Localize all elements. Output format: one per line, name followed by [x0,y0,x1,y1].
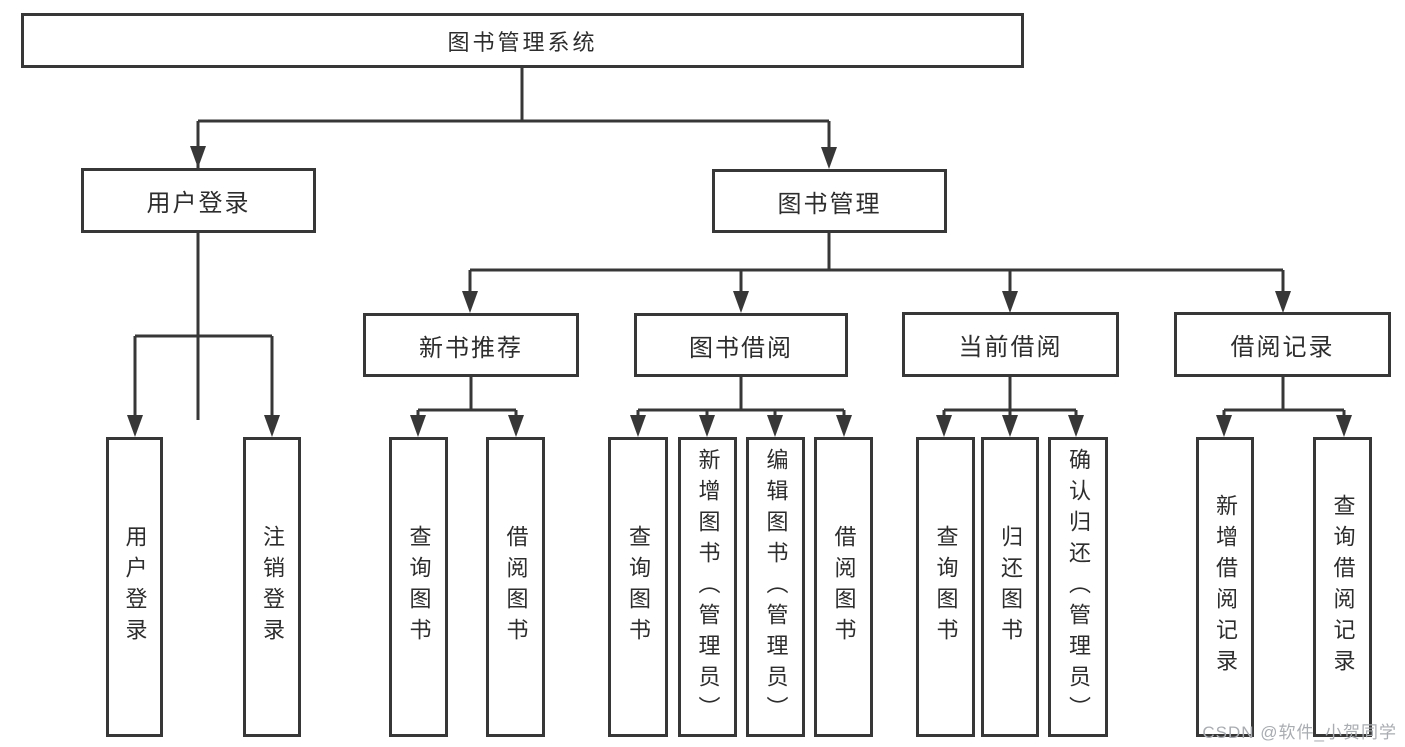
leaf-add-borrow-record: 新增借阅记录 [1196,437,1254,737]
node-borrowing-records: 借阅记录 [1174,312,1391,377]
arrow-icon [1002,291,1018,313]
arrow-icon [1068,415,1084,437]
arrow-icon [936,415,952,437]
arrow-icon [264,415,280,437]
arrow-icon [767,415,783,437]
arrow-icon [733,291,749,313]
leaf-logout: 注销登录 [243,437,301,737]
arrow-icon [1336,415,1352,437]
node-user-login-group: 用户登录 [81,168,316,233]
arrow-icon [836,415,852,437]
leaf-query-books: 查询图书 [389,437,448,737]
connector-paths [133,68,1346,420]
leaf-return-books: 归还图书 [981,437,1039,737]
arrow-icon [1275,291,1291,313]
connector-mgmt-to-level3 [468,233,1285,296]
connector-root-to-level2 [196,68,831,420]
leaf-query-books: 查询图书 [916,437,975,737]
connector-newbook-fork [416,377,518,420]
node-book-borrowing: 图书借阅 [634,313,848,377]
arrowheads [127,146,1352,437]
arrow-icon [508,415,524,437]
connector-record-fork [1222,377,1346,420]
leaf-confirm-return-admin: 确认归还（管理员） [1048,437,1108,737]
arrow-icon [190,146,206,168]
arrow-icon [462,291,478,313]
arrow-icon [127,415,143,437]
arrow-icon [1002,415,1018,437]
csdn-watermark: CSDN @软件_小贺同学 [1202,723,1397,742]
connector-current-fork [942,377,1078,420]
leaf-user-login: 用户登录 [106,437,163,737]
node-book-management: 图书管理 [712,169,947,233]
leaf-borrow-books: 借阅图书 [486,437,545,737]
arrow-icon [1216,415,1232,437]
leaf-edit-book-admin: 编辑图书（管理员） [746,437,805,737]
connector-bookborrow-fork [636,377,846,420]
arrow-icon [630,415,646,437]
arrow-icon [699,415,715,437]
leaf-query-borrow-record: 查询借阅记录 [1313,437,1372,737]
arrow-icon [821,147,837,169]
node-new-book-recommendation: 新书推荐 [363,313,579,377]
leaf-add-book-admin: 新增图书（管理员） [678,437,737,737]
leaf-borrow-books: 借阅图书 [814,437,873,737]
node-current-borrowing: 当前借阅 [902,312,1119,377]
leaf-query-books: 查询图书 [608,437,668,737]
arrow-icon [410,415,426,437]
connector-login-fork [133,233,274,420]
node-library-management-system: 图书管理系统 [21,13,1024,68]
